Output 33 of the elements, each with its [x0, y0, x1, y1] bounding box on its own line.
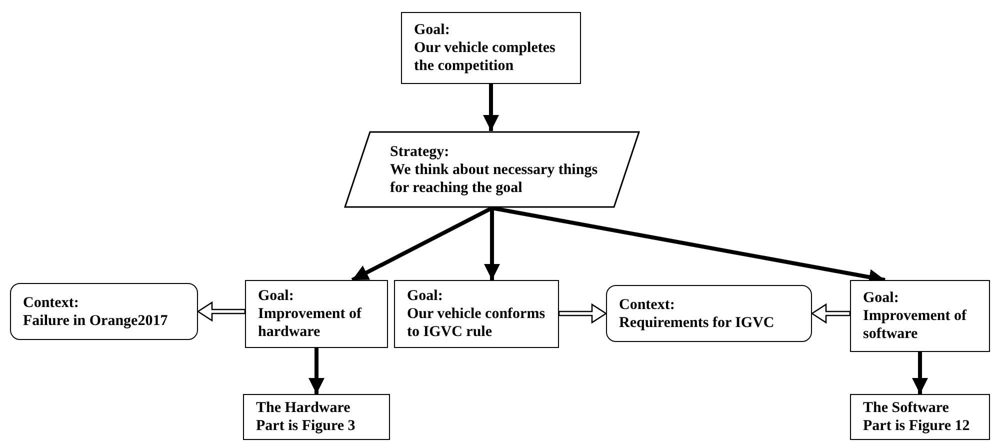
- node-heading: Context:: [23, 294, 80, 312]
- context-box: [606, 285, 812, 342]
- goal-box: [245, 280, 388, 348]
- node-heading: Strategy:: [390, 142, 450, 160]
- arrow: [912, 352, 928, 394]
- node-text: Failure in Orange2017: [23, 312, 169, 330]
- node-text: The Software Part is Figure 12: [863, 399, 971, 435]
- arrow: [308, 348, 324, 394]
- arrow: [484, 208, 500, 280]
- context-box: [10, 283, 198, 340]
- node-text: We think about necessary things for reaching the goal: [390, 160, 599, 196]
- node-text: Our vehicle conforms to IGVC rule: [407, 305, 546, 341]
- block-arrow: [196, 301, 246, 322]
- arrow: [483, 84, 499, 131]
- goal-box: [394, 280, 559, 348]
- node-text: Requirements for IGVC: [619, 314, 776, 332]
- node-text: Improvement of software: [863, 307, 968, 343]
- block-arrow: [558, 303, 608, 324]
- node-heading: Goal:: [258, 287, 295, 305]
- node-text: The Hardware Part is Figure 3: [256, 399, 356, 435]
- node-heading: Context:: [619, 296, 676, 314]
- node-heading: Goal:: [407, 287, 444, 305]
- node-heading: Goal:: [863, 289, 900, 307]
- node-heading: Goal:: [414, 21, 451, 39]
- goal-box: [850, 280, 990, 352]
- goal-box: [243, 394, 390, 440]
- arrow: [351, 206, 493, 282]
- node-text: Our vehicle completes the competition: [414, 39, 556, 75]
- block-arrow: [810, 303, 851, 324]
- node-text: Improvement of hardware: [258, 305, 363, 341]
- strategy-parallelogram: [344, 131, 640, 208]
- goal-box: [850, 394, 990, 440]
- goal-box: [401, 12, 581, 84]
